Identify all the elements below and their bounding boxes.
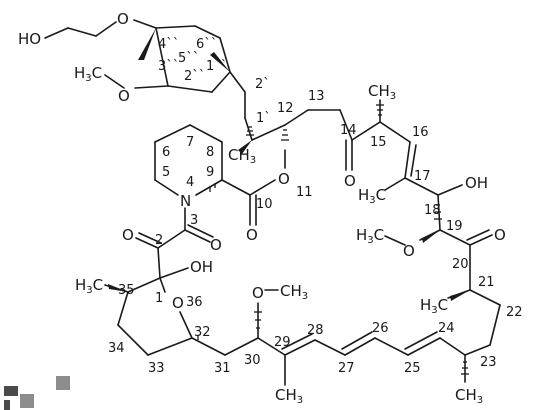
locant-o11: 11 (296, 185, 313, 200)
locant-c7: 7 (186, 135, 194, 150)
locant-c15: 15 (370, 135, 387, 150)
bond-layer (44, 19, 501, 386)
fragment-block (4, 386, 18, 396)
atom-label-layer: HO O H3C O CH3 CH3 H3C OH O O O N O O OH… (18, 10, 506, 406)
locant-c1pp: 1`` (206, 59, 227, 74)
locant-c27: 27 (338, 361, 355, 376)
locant-c5: 5 (162, 165, 170, 180)
label-methoxy-c3pp: H3C (74, 64, 102, 84)
fragment-block (56, 376, 70, 390)
label-o-methoxy-c30: O (252, 284, 264, 302)
locant-c25: 25 (404, 361, 421, 376)
locant-c19: 19 (446, 219, 463, 234)
label-o-ketone-c14: O (344, 172, 356, 190)
locant-o36: 36 (186, 295, 203, 310)
label-ch3-methoxy-c30: CH3 (280, 282, 308, 302)
locant-c28: 28 (307, 323, 324, 338)
hashed-bonds (197, 104, 469, 375)
locant-c9: 9 (206, 165, 214, 180)
locant-c2p: 2` (255, 77, 270, 92)
locant-c8: 8 (206, 145, 214, 160)
locant-c2: 2 (155, 233, 163, 248)
label-ch3-c15: CH3 (368, 82, 396, 102)
locant-c6pp: 6`` (196, 37, 217, 52)
locant-c10: 10 (256, 197, 273, 212)
locant-c24: 24 (438, 321, 455, 336)
locant-c17: 17 (414, 169, 431, 184)
locant-c18: 18 (424, 203, 441, 218)
locant-c31: 31 (214, 361, 231, 376)
label-o-ketone-c20: O (494, 226, 506, 244)
locant-c3pp: 3`` (158, 59, 179, 74)
label-o-ether-top: O (117, 10, 129, 28)
locant-c13: 13 (308, 89, 325, 104)
locant-c32: 32 (194, 325, 211, 340)
label-ch3-c23: CH3 (455, 386, 483, 406)
label-o-ring-36: O (172, 294, 184, 312)
locant-c21: 21 (478, 275, 495, 290)
locant-c34: 34 (108, 341, 125, 356)
label-o-ketone-c2: O (122, 226, 134, 244)
locant-c3: 3 (190, 213, 198, 228)
locant-n4: 4 (186, 175, 194, 190)
locant-c30: 30 (244, 353, 261, 368)
locant-c23: 23 (480, 355, 497, 370)
label-ch3-c1p: CH3 (228, 146, 256, 166)
corner-fragments (4, 376, 70, 410)
locant-c5pp: 5`` (178, 51, 199, 66)
locant-c1: 1 (155, 291, 163, 306)
locant-c4pp: 4`` (158, 37, 179, 52)
locant-c33: 33 (148, 361, 165, 376)
label-o-carbonyl-c10: O (246, 226, 258, 244)
locant-c14: 14 (340, 123, 357, 138)
label-o-amide-c3: O (210, 236, 222, 254)
fragment-block (4, 400, 10, 410)
label-ho-hydroxyethyl: HO (18, 30, 41, 48)
fragment-block (20, 394, 34, 408)
label-ch3-c35: H3C (75, 276, 103, 296)
label-ch3-c29: CH3 (275, 386, 303, 406)
label-o-ring-11: O (278, 170, 290, 188)
label-ch3-c17: H3C (358, 186, 386, 206)
locant-c1p: 1` (256, 111, 271, 126)
label-oh-c18: OH (465, 174, 488, 192)
locant-c2pp: 2`` (184, 69, 205, 84)
locant-c35: 35 (118, 283, 135, 298)
stereo-bond-layer (108, 28, 470, 375)
locant-c22: 22 (506, 305, 523, 320)
locant-c29: 29 (274, 335, 291, 350)
locant-c12: 12 (277, 101, 294, 116)
label-n-4: N (180, 192, 191, 210)
label-oh-c1: OH (190, 258, 213, 276)
label-o-methoxy-c19: O (403, 242, 415, 260)
label-o-methoxy-c3pp: O (118, 87, 130, 105)
locant-layer: 4`` 5`` 6`` 3`` 2`` 1`` 2` 1` 12 13 14 1… (108, 37, 523, 376)
locant-c20: 20 (452, 257, 469, 272)
locant-c16: 16 (412, 125, 429, 140)
locant-c6: 6 (162, 145, 170, 160)
label-methoxy-c19: H3C (356, 226, 384, 246)
locant-c26: 26 (372, 321, 389, 336)
label-ch3-c21: H3C (420, 296, 448, 316)
